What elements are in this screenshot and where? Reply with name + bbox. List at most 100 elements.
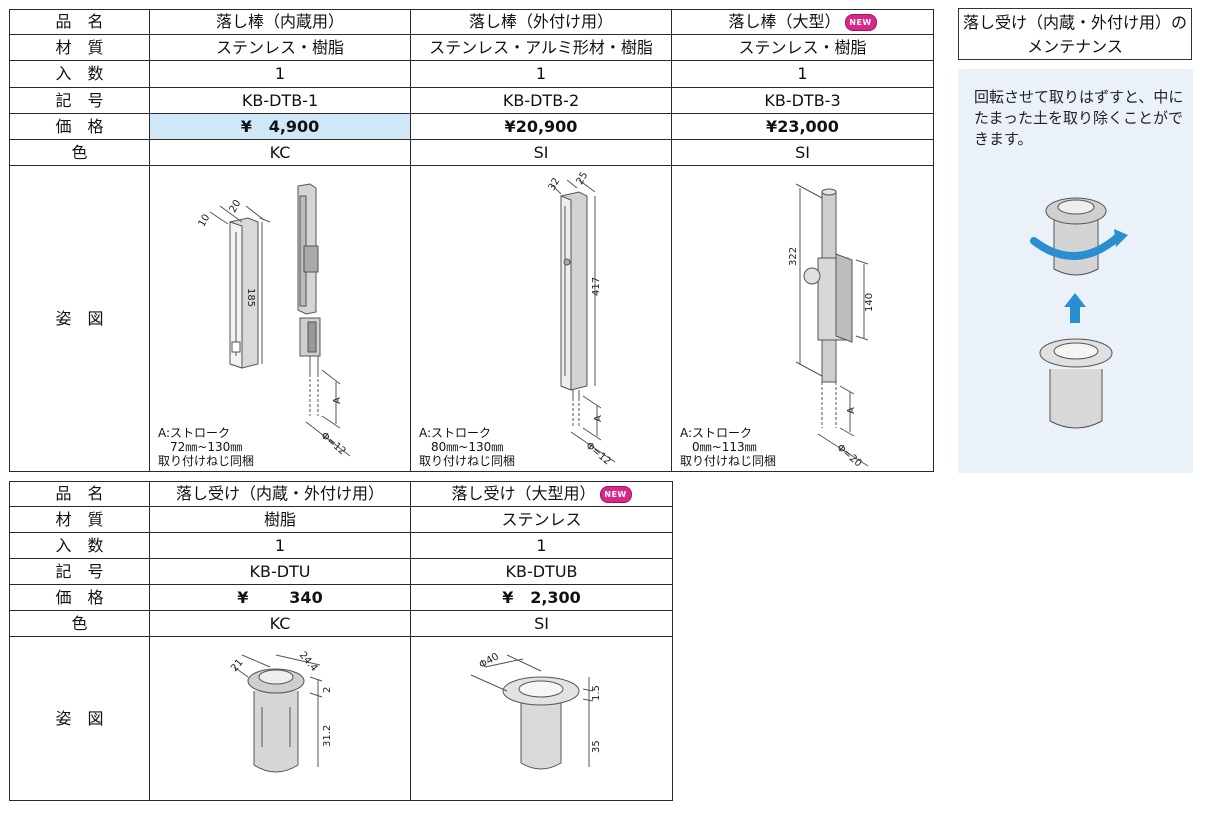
row-qty: 入 数 1 1 <box>9 532 673 559</box>
dim-label: 185 <box>245 288 256 307</box>
material-value: ステンレス・樹脂 <box>671 34 934 61</box>
row-price: 価 格 ¥4,900 ¥20,900 ¥23,000 <box>9 113 934 140</box>
row-material: 材 質 樹脂 ステンレス <box>9 506 673 533</box>
dim-label: 140 <box>864 293 875 312</box>
label-figure: 姿 図 <box>9 636 150 801</box>
material-value: 樹脂 <box>149 506 411 533</box>
qty-value: 1 <box>149 532 411 559</box>
product-table-drop-rods: 品 名 落し棒（内蔵用） 落し棒（外付け用） 落し棒（大型）NEW 材 質 ステ… <box>9 9 934 472</box>
dim-label: 25 <box>575 170 591 187</box>
maintenance-text: 回転させて取りはずすと、中にたまった土を取り除くことができます。 <box>974 88 1184 148</box>
row-code: 記 号 KB-DTU KB-DTUB <box>9 558 673 585</box>
code-value: KB-DTB-3 <box>671 87 934 114</box>
rotate-arrow-icon <box>1030 233 1122 261</box>
product-table-receivers: 品 名 落し受け（内蔵・外付け用） 落し受け（大型用）NEW 材 質 樹脂 ステ… <box>9 481 673 801</box>
color-value: SI <box>671 139 934 166</box>
drop-rod-large-drawing: 322 140 A Φ=20 <box>788 183 875 469</box>
figure-kb-dtb-1: 10 20 185 A Φ=12 <box>149 165 411 472</box>
figure-kb-dtub: Φ40 1.5 35 <box>410 636 673 801</box>
maintenance-title-line2: メンテナンス <box>1027 37 1123 56</box>
row-material: 材 質 ステンレス・樹脂 ステンレス・アルミ形材・樹脂 ステンレス・樹脂 <box>9 34 934 61</box>
row-figure: 姿 図 10 20 185 <box>9 165 934 472</box>
label-color: 色 <box>9 610 150 637</box>
code-value: KB-DTUB <box>410 558 673 585</box>
dim-label: A <box>846 407 857 414</box>
dim-label: 20 <box>228 198 244 215</box>
dim-label: 417 <box>591 277 602 296</box>
receiver-stainless-drawing: Φ40 1.5 35 <box>470 651 602 770</box>
new-badge: NEW <box>599 485 632 503</box>
label-qty: 入 数 <box>9 532 150 559</box>
dim-label: A <box>332 397 343 404</box>
dim-label: 21 <box>229 657 246 674</box>
color-value: SI <box>410 139 672 166</box>
qty-value: 1 <box>149 60 411 88</box>
dim-label: A <box>593 415 604 422</box>
dim-label: 31.2 <box>322 725 333 747</box>
dim-label: Φ=20 <box>834 442 863 469</box>
product-name: 落し棒（外付け用） <box>410 9 672 35</box>
row-qty: 入 数 1 1 1 <box>9 60 934 88</box>
row-code: 記 号 KB-DTB-1 KB-DTB-2 KB-DTB-3 <box>9 87 934 114</box>
product-name: 落し棒（大型）NEW <box>671 9 934 35</box>
label-material: 材 質 <box>9 506 150 533</box>
qty-value: 1 <box>671 60 934 88</box>
dim-label: 10 <box>197 212 213 229</box>
product-name: 落し受け（大型用）NEW <box>410 481 673 507</box>
maintenance-title-line1: 落し受け（内蔵・外付け用）の <box>962 13 1187 32</box>
dim-label: Φ=12 <box>318 430 347 457</box>
row-name: 品 名 落し受け（内蔵・外付け用） 落し受け（大型用）NEW <box>9 481 673 507</box>
drop-rod-external-drawing: 32 25 417 A Φ=12 <box>547 170 616 467</box>
label-figure: 姿 図 <box>9 165 150 472</box>
material-value: ステンレス <box>410 506 673 533</box>
qty-value: 1 <box>410 60 672 88</box>
label-price: 価 格 <box>9 113 150 140</box>
price-value: ¥2,300 <box>410 584 673 611</box>
label-color: 色 <box>9 139 150 166</box>
row-color: 色 KC SI <box>9 610 673 637</box>
price-value: ¥23,000 <box>671 113 934 140</box>
label-name: 品 名 <box>9 481 150 507</box>
dim-label: 35 <box>591 740 602 753</box>
material-value: ステンレス・アルミ形材・樹脂 <box>410 34 672 61</box>
stroke-note: A:ストローク 0㎜~113㎜ 取り付けねじ同梱 <box>680 426 777 468</box>
row-name: 品 名 落し棒（内蔵用） 落し棒（外付け用） 落し棒（大型）NEW <box>9 9 934 35</box>
figure-kb-dtu: 21 24.4 2 31.2 <box>149 636 411 801</box>
dim-label: 322 <box>788 247 799 266</box>
price-value: ¥340 <box>149 584 411 611</box>
label-price: 価 格 <box>9 584 150 611</box>
row-color: 色 KC SI SI <box>9 139 934 166</box>
dim-label: 2 <box>322 687 333 693</box>
code-value: KB-DTB-2 <box>410 87 672 114</box>
price-value: ¥20,900 <box>410 113 672 140</box>
label-qty: 入 数 <box>9 60 150 88</box>
stroke-note: A:ストローク 72㎜~130㎜ 取り付けねじ同梱 <box>158 426 255 468</box>
figure-kb-dtb-2: 32 25 417 A Φ=12 A:ストローク 80㎜~130㎜ 取り付けねじ… <box>410 165 672 472</box>
code-value: KB-DTB-1 <box>149 87 411 114</box>
product-name: 落し棒（内蔵用） <box>149 9 411 35</box>
qty-value: 1 <box>410 532 673 559</box>
material-value: ステンレス・樹脂 <box>149 34 411 61</box>
color-value: SI <box>410 610 673 637</box>
price-value: ¥4,900 <box>149 113 411 140</box>
up-arrow-icon <box>1070 305 1080 323</box>
product-name: 落し受け（内蔵・外付け用） <box>149 481 411 507</box>
figure-kb-dtb-3: 322 140 A Φ=20 A:ストローク 0㎜~113㎜ 取り付けねじ同梱 <box>671 165 934 472</box>
maintenance-illustration <box>1030 197 1128 429</box>
dim-label: Φ40 <box>478 651 501 671</box>
label-code: 記 号 <box>9 87 150 114</box>
dim-label: 1.5 <box>591 685 602 701</box>
color-value: KC <box>149 139 411 166</box>
dim-label: 32 <box>547 176 563 193</box>
row-figure: 姿 図 21 24.4 2 31.2 <box>9 636 673 801</box>
label-material: 材 質 <box>9 34 150 61</box>
dim-label: Φ=12 <box>583 440 612 467</box>
new-badge: NEW <box>844 13 877 31</box>
code-value: KB-DTU <box>149 558 411 585</box>
stroke-note: A:ストローク 80㎜~130㎜ 取り付けねじ同梱 <box>419 426 516 468</box>
label-name: 品 名 <box>9 9 150 35</box>
row-price: 価 格 ¥340 ¥2,300 <box>9 584 673 611</box>
label-code: 記 号 <box>9 558 150 585</box>
dim-label: 24.4 <box>297 650 320 674</box>
rotate-arrowhead-icon <box>1114 229 1128 247</box>
